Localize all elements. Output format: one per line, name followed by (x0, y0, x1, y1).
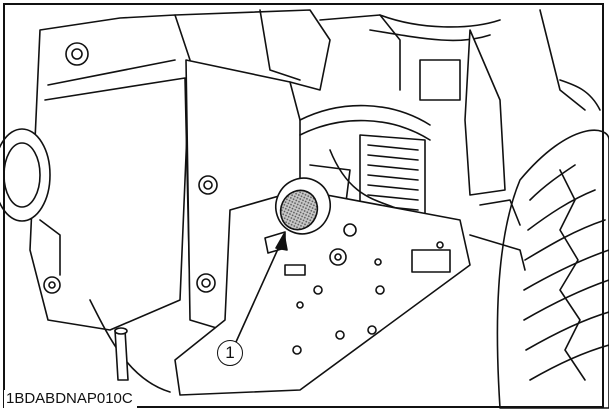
callout-leader (235, 233, 288, 343)
oil-level-gauge (275, 177, 331, 235)
tie-rod (89, 199, 526, 393)
callout-number-1: 1 (217, 340, 243, 366)
front-tire (496, 129, 609, 409)
upper-engine-parts (174, 9, 601, 196)
engine-block-left (0, 14, 191, 331)
hoses (299, 104, 431, 211)
figure-id-code: 1BDABDNAP010C (4, 390, 137, 408)
